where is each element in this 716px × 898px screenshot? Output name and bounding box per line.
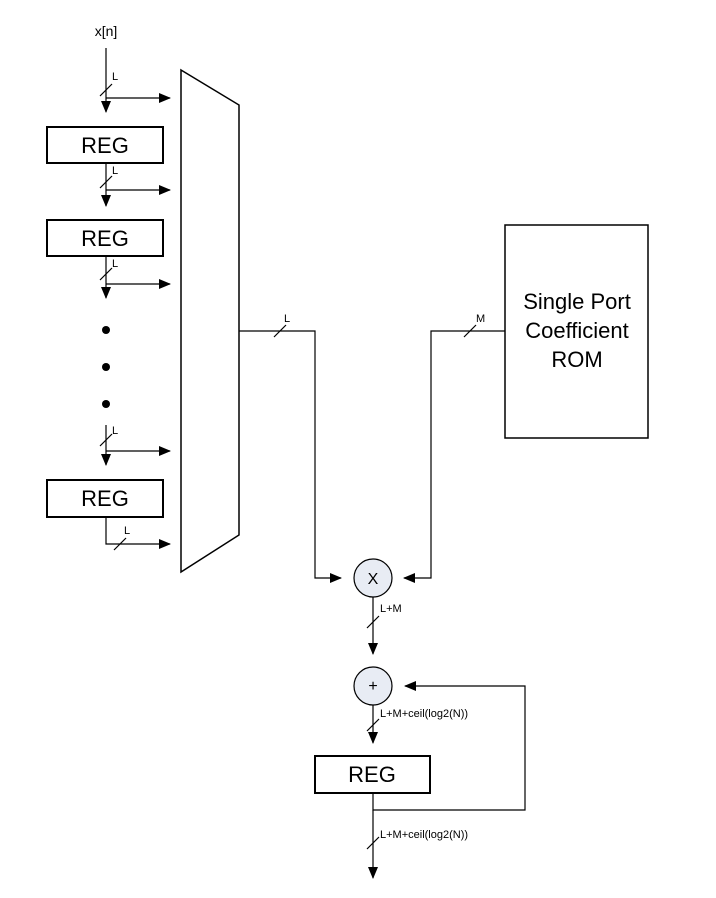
bus-label-mult-out: L+M	[380, 603, 402, 615]
wire-rom-to-multiplier	[403, 330, 505, 583]
bus-label-tap3: L	[112, 258, 118, 270]
bus-label-tap2: L	[112, 165, 118, 177]
accumulator-register-label: REG	[348, 762, 396, 787]
bus-slash-mux-out	[273, 324, 287, 338]
bus-slash-in	[99, 83, 113, 97]
wire-feedback-loop	[372, 681, 526, 811]
register-1	[46, 126, 164, 164]
bus-label-rom-out: M	[476, 313, 485, 325]
bus-slash-tap5	[113, 537, 127, 551]
rom-label-line3: ROM	[551, 347, 602, 372]
bus-label-tap4: L	[112, 425, 118, 437]
multiplexer	[180, 68, 240, 574]
register-2-label: REG	[81, 226, 129, 251]
bus-label-tap5: L	[124, 525, 130, 537]
rom-label-line1: Single Port	[523, 289, 631, 314]
bus-label-mux-out: L	[284, 313, 290, 325]
input-label: x[n]	[95, 23, 118, 39]
bus-slash-adder-out	[366, 718, 380, 732]
bus-slash-tap3	[99, 267, 113, 281]
bus-label-in: L	[112, 71, 118, 83]
adder-symbol: +	[368, 678, 377, 695]
bus-slash-final-out	[366, 836, 380, 850]
bus-label-final-out: L+M+ceil(log2(N))	[380, 829, 468, 841]
ellipsis-dot-1	[102, 326, 110, 334]
rom-label-line2: Coefficient	[525, 318, 629, 343]
register-3-label: REG	[81, 486, 129, 511]
bus-slash-tap4	[99, 433, 113, 447]
ellipsis-dot-3	[102, 400, 110, 408]
bus-label-adder-out: L+M+ceil(log2(N))	[380, 708, 468, 720]
bus-slash-mult-out	[366, 615, 380, 629]
ellipsis-dot-2	[102, 363, 110, 371]
register-2	[46, 219, 164, 257]
multiplier-symbol: X	[368, 571, 379, 588]
wire-tap5	[105, 517, 171, 549]
wire-mux-to-multiplier	[239, 330, 342, 583]
bus-slash-tap2	[99, 175, 113, 189]
bus-slash-rom-out	[463, 324, 477, 338]
coefficient-rom	[504, 224, 649, 439]
register-1-label: REG	[81, 133, 129, 158]
register-3	[46, 479, 164, 518]
